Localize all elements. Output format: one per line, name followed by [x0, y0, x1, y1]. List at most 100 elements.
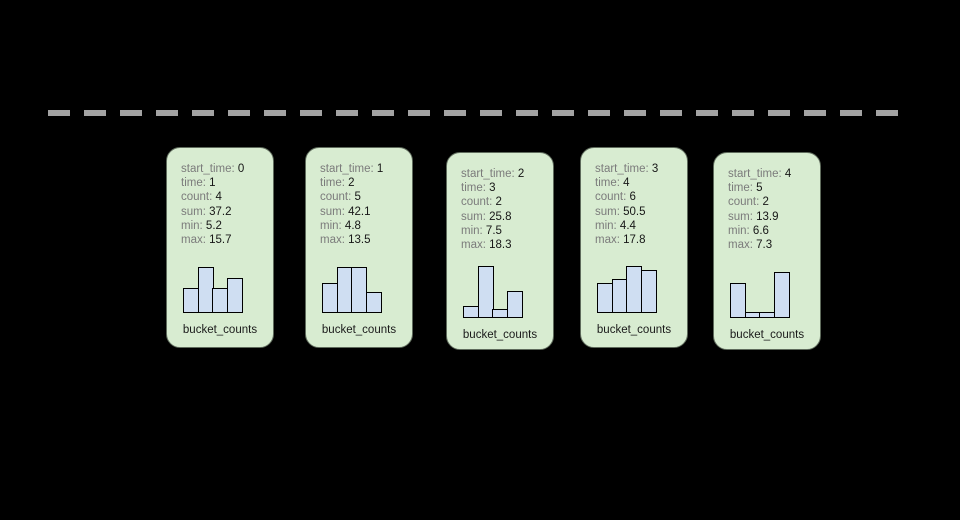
field-value: 3	[648, 163, 659, 175]
field-count: count: 6	[595, 190, 687, 204]
field-key: min:	[181, 219, 203, 232]
histogram-bar	[197, 267, 214, 314]
field-value: 13.9	[752, 210, 779, 223]
field-value: 4.8	[341, 219, 361, 232]
field-key: sum:	[320, 205, 345, 218]
field-key: max:	[728, 239, 753, 252]
field-value: 37.2	[205, 205, 232, 218]
field-key: time:	[728, 182, 753, 195]
field-count: count: 2	[728, 195, 820, 209]
field-key: min:	[595, 219, 617, 232]
field-start-time: start_time: 3	[595, 162, 687, 176]
histogram-label: bucket_counts	[462, 329, 538, 342]
field-start-time: start_time: 0	[181, 162, 273, 176]
histogram-bar	[322, 283, 338, 314]
field-key: time:	[461, 182, 486, 195]
histogram-bar	[212, 288, 229, 314]
field-value: 7.3	[752, 239, 773, 252]
histogram-bar	[759, 312, 776, 319]
field-value: 4.4	[616, 219, 636, 232]
histogram-bar	[506, 291, 523, 319]
field-max: max: 15.7	[181, 233, 273, 247]
bucket-histogram	[714, 262, 820, 319]
field-key: min:	[728, 224, 750, 237]
histogram-bar	[351, 267, 368, 314]
field-value: 17.8	[619, 234, 646, 247]
field-key: time:	[595, 177, 620, 190]
field-value: 1	[205, 177, 216, 190]
histogram-label: bucket_counts	[182, 324, 258, 337]
field-value: 6.6	[749, 224, 769, 237]
field-time: time: 2	[320, 176, 412, 190]
field-start-time: start_time: 4	[728, 167, 820, 181]
field-max: max: 7.3	[728, 238, 820, 252]
field-min: min: 6.6	[728, 224, 820, 238]
field-start-time: start_time: 1	[320, 162, 412, 176]
field-key: time:	[181, 177, 206, 190]
field-key: min:	[461, 224, 483, 237]
field-count: count: 5	[320, 190, 412, 204]
field-value: 3	[485, 182, 496, 195]
field-key: count:	[181, 191, 213, 204]
field-key: max:	[461, 239, 486, 252]
histogram-label: bucket_counts	[729, 329, 805, 342]
field-key: count:	[320, 191, 352, 204]
dashed-divider	[48, 110, 912, 116]
field-count: count: 4	[181, 190, 273, 204]
field-key: sum:	[461, 210, 486, 223]
histogram-bar	[744, 312, 761, 319]
histogram-bar	[626, 266, 643, 314]
field-max: max: 17.8	[595, 233, 687, 247]
field-time: time: 1	[181, 176, 273, 190]
field-value: 5.2	[202, 219, 222, 232]
histogram-bar	[597, 283, 613, 314]
field-key: count:	[461, 196, 493, 209]
field-key: max:	[320, 234, 345, 247]
histogram-bars	[463, 266, 523, 319]
field-key: start_time:	[461, 168, 515, 180]
bucket-histogram	[167, 257, 273, 314]
field-value: 6	[626, 191, 636, 204]
field-value: 4	[781, 168, 792, 180]
field-value: 42.1	[344, 205, 371, 218]
field-min: min: 4.4	[595, 219, 687, 233]
field-key: start_time:	[728, 168, 782, 180]
field-value: 2	[514, 168, 525, 180]
field-value: 50.5	[619, 205, 646, 218]
field-value: 13.5	[344, 234, 371, 247]
field-time: time: 5	[728, 181, 820, 195]
field-key: sum:	[728, 210, 753, 223]
histogram-bar	[611, 279, 628, 314]
field-sum: sum: 37.2	[181, 205, 273, 219]
histogram-bars	[597, 261, 657, 314]
histogram-bar	[477, 266, 494, 319]
histogram-bar	[336, 267, 353, 314]
field-key: max:	[181, 234, 206, 247]
field-time: time: 3	[461, 181, 553, 195]
field-value: 15.7	[205, 234, 232, 247]
field-time: time: 4	[595, 176, 687, 190]
field-key: sum:	[181, 205, 206, 218]
bucket-histogram	[581, 257, 687, 314]
field-key: start_time:	[181, 163, 235, 175]
field-min: min: 5.2	[181, 219, 273, 233]
field-key: max:	[595, 234, 620, 247]
histogram-bars	[183, 261, 243, 314]
field-max: max: 18.3	[461, 238, 553, 252]
field-value: 5	[351, 191, 361, 204]
histogram-bar	[183, 288, 199, 314]
field-sum: sum: 50.5	[595, 205, 687, 219]
histogram-bars	[730, 266, 790, 319]
field-key: start_time:	[320, 163, 374, 175]
